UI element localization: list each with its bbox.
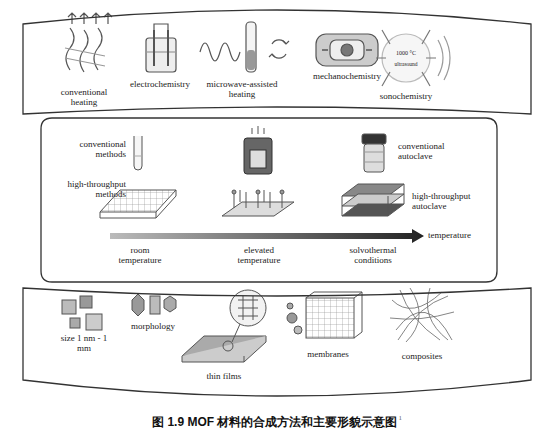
method-label: size 1 nm - 1 mm xyxy=(57,334,111,354)
method-label: sonochemistry xyxy=(373,92,439,102)
method-label: conventional heating xyxy=(55,88,113,108)
method-label: membranes xyxy=(298,350,358,360)
method-label: microwave-assisted heating xyxy=(200,80,284,100)
method-label: conventional methods xyxy=(52,140,126,160)
morphology-band: size 1 nm - 1 mm morphology thin films memb… xyxy=(22,284,532,402)
method-label: solvothermal conditions xyxy=(341,246,405,266)
method-label: conventional autoclave xyxy=(398,142,468,162)
reference-number: 1 xyxy=(398,414,402,422)
method-label: composites xyxy=(392,352,452,362)
caption-line: 图 1.9 MOF 材料的合成方法和主要形貌示意图1 xyxy=(0,412,554,431)
method-label: electrochemistry xyxy=(125,80,195,90)
band-outline xyxy=(22,2,532,116)
method-label: 1000 °C xyxy=(389,50,423,57)
method-label: elevated temperature xyxy=(227,246,291,266)
temperature-arrow xyxy=(110,229,424,243)
method-label: ultrasound xyxy=(386,61,426,67)
method-label: thin films xyxy=(196,372,252,382)
synthesis-band: conventional heating electrochemistry micr… xyxy=(22,2,532,116)
method-panel: conventional methods high-throughput meth… xyxy=(40,117,498,283)
method-label: temperature xyxy=(428,231,488,241)
method-label: morphology xyxy=(123,322,183,332)
method-label: high-throughput methods xyxy=(52,180,126,200)
method-label: room temperature xyxy=(113,246,167,266)
method-label: mechanochemistry xyxy=(307,72,387,82)
figure-caption: 图 1.9 MOF 材料的合成方法和主要形貌示意图 xyxy=(152,415,397,429)
method-label: high-throughput autoclave xyxy=(412,192,482,212)
